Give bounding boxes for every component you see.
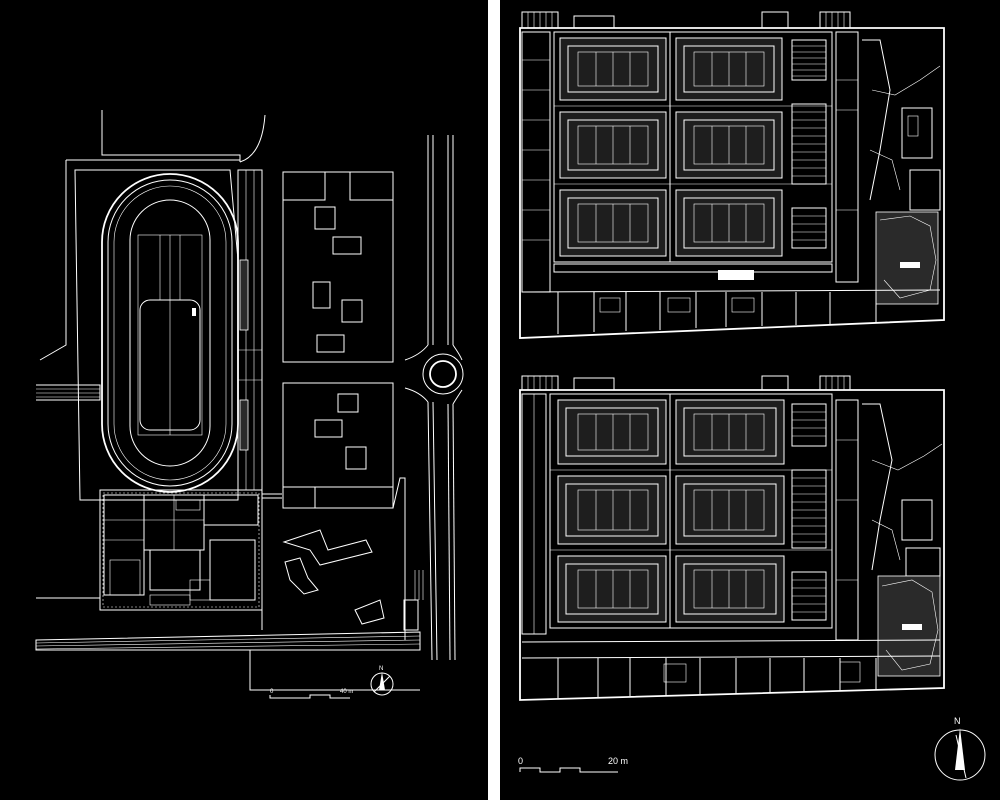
stadium-track [74,169,239,501]
site-plan-drawing: 0 40 m N [35,110,464,699]
site-plan-panel: 0 40 m N [0,0,488,800]
upper-floor-plan [519,11,945,339]
panel-divider [488,0,500,800]
north-field [282,171,394,363]
floor-scale-bar: 0 20 m [518,756,628,773]
floor-scale-zero: 0 [518,756,523,766]
floor-scale-label: 20 m [608,756,628,766]
annex-building [99,489,282,611]
east-road-roundabout [404,135,464,661]
floor-north-arrow-icon: N [934,716,986,781]
site-north-label: N [379,666,383,672]
site-scale-label: 40 m [340,689,353,695]
floor-plans-panel: 0 20 m N [500,0,1000,800]
road-outlines [35,110,421,691]
floor-north-label: N [954,716,961,726]
floor-plans-drawing: 0 20 m N [518,11,986,781]
lower-floor-plan [519,375,945,701]
south-field [282,382,394,509]
stadium-east-strip [237,169,263,491]
site-scale-zero: 0 [270,689,274,695]
site-north-arrow-icon: N [370,666,394,696]
site-scale-bar: 0 40 m [269,689,353,699]
plaza [261,477,424,640]
